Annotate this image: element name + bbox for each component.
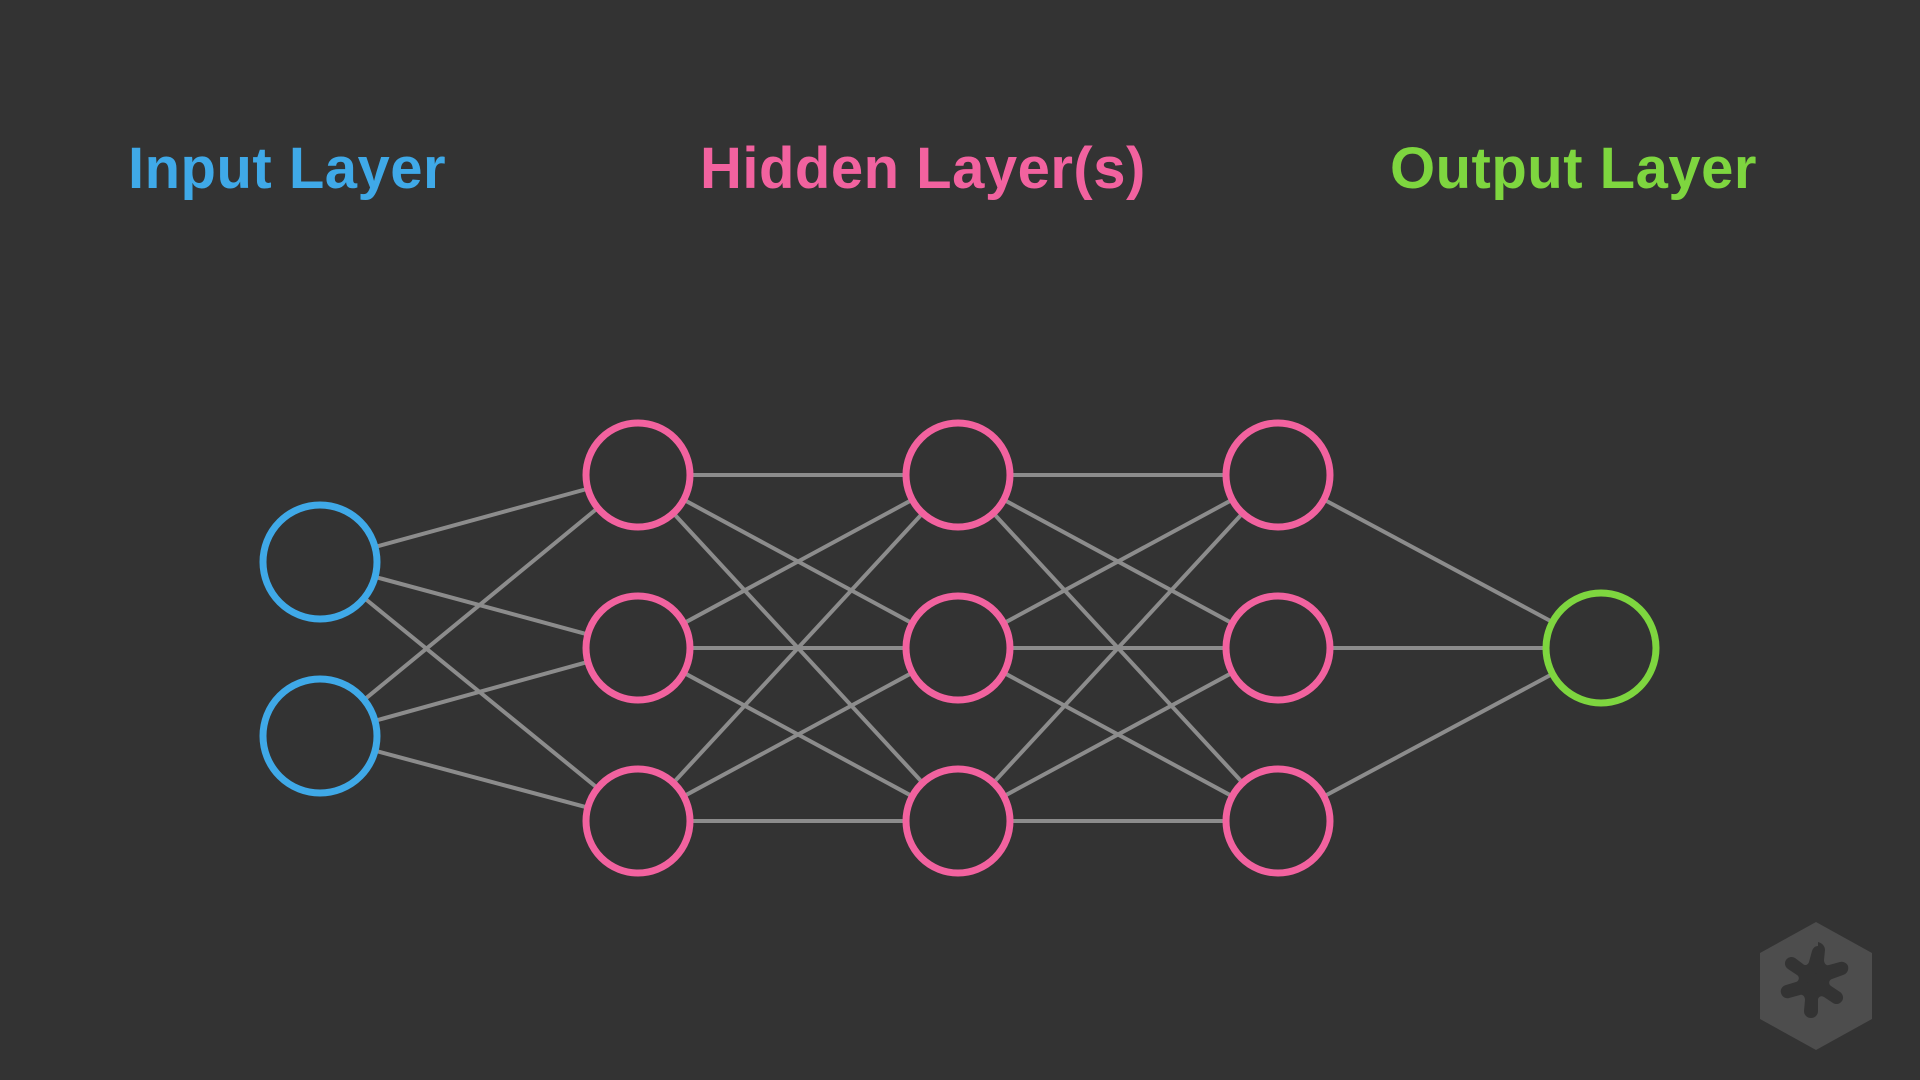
node-i1[interactable]: [259, 501, 381, 623]
input-layer-title: Input Layer: [128, 136, 447, 201]
connection-edge: [992, 512, 1244, 784]
edges-group: [363, 473, 1553, 823]
connection-edge: [683, 671, 913, 798]
node-o1[interactable]: [1542, 589, 1660, 707]
node-h3_1[interactable]: [1222, 419, 1334, 531]
connection-edge: [1323, 498, 1553, 624]
connection-edge: [1003, 671, 1233, 798]
node-i2[interactable]: [259, 675, 381, 797]
node-h3_2[interactable]: [1222, 592, 1334, 704]
node-h2_1[interactable]: [902, 419, 1014, 531]
connection-edge: [672, 512, 924, 784]
node-h1_1[interactable]: [582, 419, 694, 531]
hidden-layer-title: Hidden Layer(s): [700, 136, 1146, 201]
node-h2_3[interactable]: [902, 765, 1014, 877]
node-h2_2[interactable]: [902, 592, 1014, 704]
node-h3_3[interactable]: [1222, 765, 1334, 877]
node-h1_3[interactable]: [582, 765, 694, 877]
node-h1_2[interactable]: [582, 592, 694, 704]
connection-edge: [683, 498, 913, 625]
nodes-group: [259, 419, 1660, 877]
connection-edge: [374, 749, 588, 810]
connection-edge: [1003, 498, 1233, 625]
connection-edge: [363, 507, 599, 701]
connection-edge: [374, 660, 588, 723]
watermark-logo-icon: [1760, 922, 1872, 1050]
connection-edge: [1323, 672, 1553, 798]
output-layer-title: Output Layer: [1390, 136, 1757, 201]
connection-edge: [374, 487, 588, 549]
